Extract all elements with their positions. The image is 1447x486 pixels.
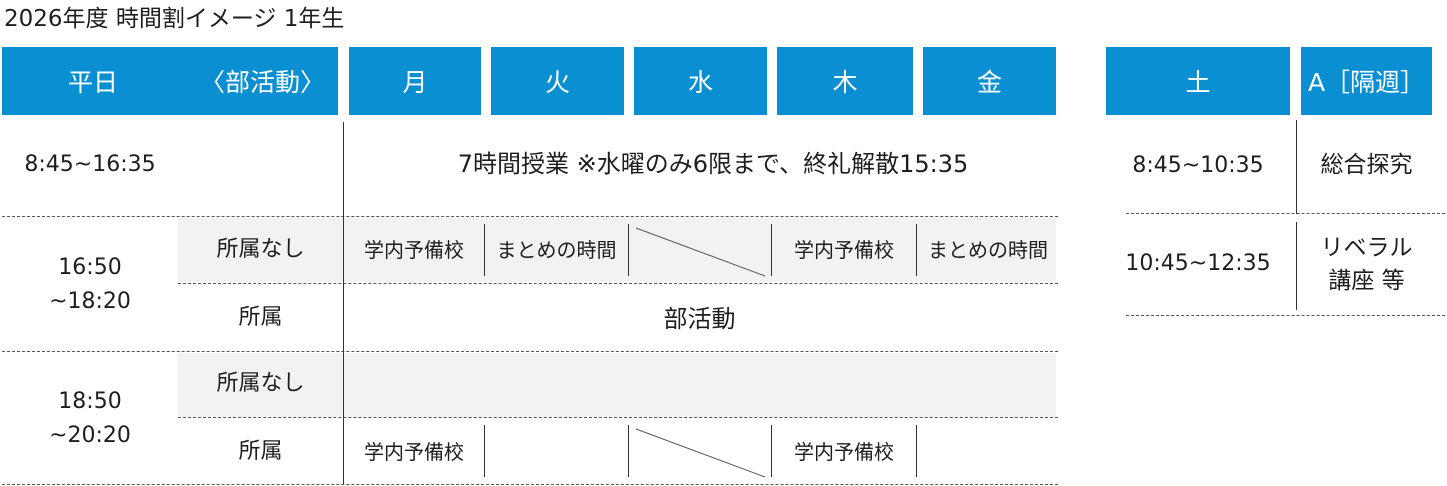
- page-title: 2026年度 時間割イメージ 1年生: [4, 6, 345, 32]
- row2-club-label: 所属: [238, 304, 283, 330]
- saturday-liberal-courses: リベラル 講座 等: [1320, 234, 1413, 294]
- wednesday-slash-row3: [635, 428, 766, 478]
- row3-mon-prep-school: 学内予備校: [364, 439, 464, 464]
- band-no-club-2: [178, 353, 1056, 417]
- separator-r2a-3: [771, 224, 772, 276]
- separator-sat-2: [1296, 222, 1297, 310]
- separator-sat-1: [1296, 120, 1297, 214]
- header-wednesday: 水: [634, 47, 767, 115]
- header-thursday: 木: [777, 47, 913, 115]
- separator-r3b-2: [628, 425, 629, 477]
- divider-bottom: [2, 484, 1058, 485]
- band-no-club-1: [178, 218, 1056, 282]
- header-biweekly: A［隔週］: [1301, 47, 1432, 115]
- separator-r2a-2: [628, 224, 629, 276]
- row2-no-club-label: 所属なし: [216, 236, 305, 262]
- row2-fri-review-time: まとめの時間: [928, 237, 1048, 262]
- divider-row-3a: [178, 417, 1058, 418]
- row2-thu-prep-school: 学内予備校: [794, 237, 894, 262]
- header-monday: 月: [349, 47, 481, 115]
- divider-row-1: [2, 216, 1058, 217]
- row2-tue-review-time: まとめの時間: [496, 237, 617, 262]
- saturday-integrated-study: 総合探究: [1320, 152, 1413, 179]
- separator-r2a-4: [916, 224, 917, 276]
- weekday-time-2: 16:50 ~18:20: [49, 254, 131, 314]
- row2-mon-prep-school: 学内予備校: [364, 237, 464, 262]
- weekday-time-1: 8:45~16:35: [24, 151, 156, 177]
- header-tuesday: 火: [491, 47, 624, 115]
- row3-club-label: 所属: [238, 438, 283, 464]
- weekday-classes-note: 7時間授業 ※水曜のみ6限まで、終礼解散15:35: [457, 150, 969, 179]
- row3-thu-prep-school: 学内予備校: [794, 439, 894, 464]
- saturday-time-1: 8:45~10:35: [1132, 152, 1264, 178]
- separator-r3b-4: [916, 425, 917, 477]
- divider-sat-1: [1126, 213, 1445, 214]
- separator-r2a-1: [484, 224, 485, 276]
- divider-row-2a: [178, 283, 1058, 284]
- row2-club-activities: 部活動: [663, 305, 736, 334]
- separator-r3b-1: [484, 425, 485, 477]
- divider-row-2: [2, 351, 1058, 352]
- weekday-time-3: 18:50 ~20:20: [49, 388, 131, 448]
- header-weekday: 平日: [68, 68, 119, 97]
- separator-main: [343, 122, 344, 484]
- row3-no-club-label: 所属なし: [216, 370, 305, 396]
- divider-sat-2: [1126, 315, 1445, 316]
- header-club: 〈部活動〉: [200, 68, 326, 97]
- header-saturday: 土: [1106, 47, 1290, 115]
- header-weekday-block: 平日 〈部活動〉: [2, 47, 338, 115]
- wednesday-slash-row2: [635, 227, 766, 277]
- saturday-time-2: 10:45~12:35: [1125, 250, 1271, 276]
- separator-r3b-3: [771, 425, 772, 477]
- header-friday: 金: [923, 47, 1056, 115]
